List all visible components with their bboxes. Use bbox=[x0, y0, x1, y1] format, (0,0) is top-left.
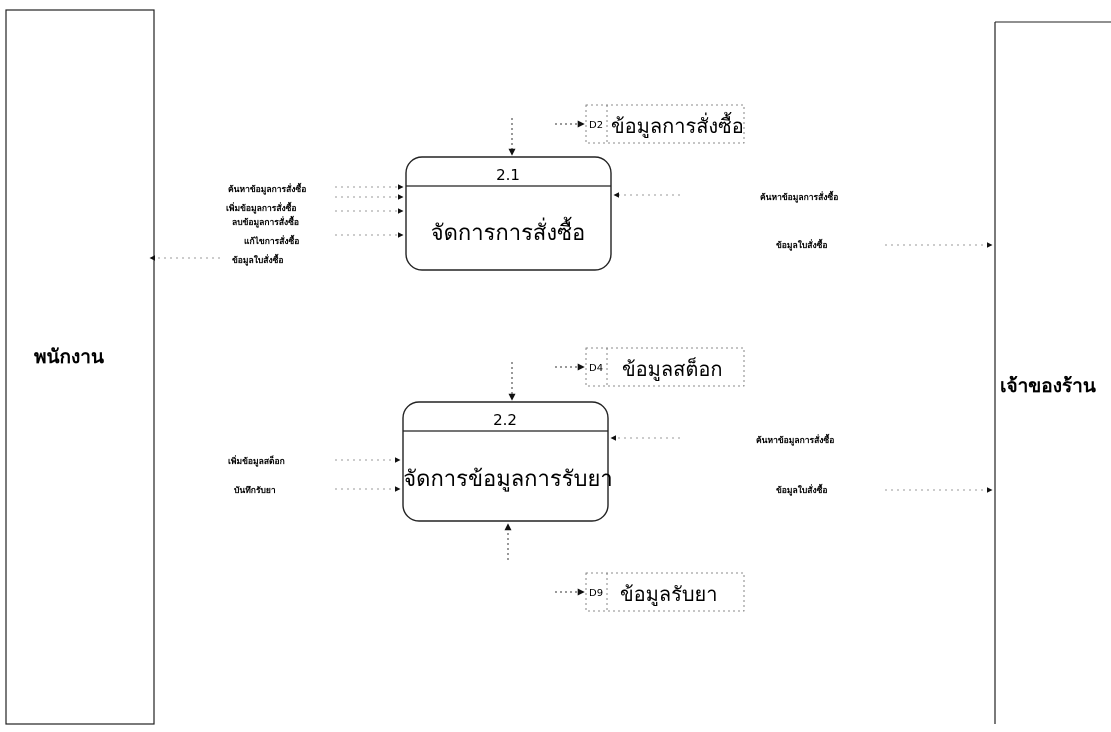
process-2-2: 2.2 จัดการข้อมูลการรับยา bbox=[402, 401, 613, 522]
process-2-1-name: จัดการการสั่งซื้อ bbox=[431, 217, 585, 246]
process-2-2-id: 2.2 bbox=[493, 411, 517, 429]
flow-label-left-p1-2: เพิ่มข้อมูลการสั่งซื้อ bbox=[226, 201, 297, 214]
flow-label-left-p1-4: แก้ไขการสั่งซื้อ bbox=[244, 234, 299, 247]
datastore-d9: D9 ข้อมูลรับยา bbox=[585, 572, 745, 612]
flow-label-right-p2-2: ข้อมูลใบสั่งซื้อ bbox=[776, 483, 828, 496]
flow-label-right-p1-1: ค้นหาข้อมูลการสั่งซื้อ bbox=[760, 190, 838, 203]
flow-label-left-p1-3: ลบข้อมูลการสั่งซื้อ bbox=[232, 215, 299, 228]
process-2-1-id: 2.1 bbox=[496, 166, 520, 184]
datastore-d9-id: D9 bbox=[589, 588, 603, 599]
process-2-2-name: จัดการข้อมูลการรับยา bbox=[403, 467, 612, 492]
flow-label-left-p1-1: ค้นหาข้อมูลการสั่งซื้อ bbox=[228, 182, 306, 195]
datastore-d2-id: D2 bbox=[589, 120, 603, 131]
datastore-d4-name: ข้อมูลสต็อก bbox=[622, 356, 722, 382]
datastore-d2-name: ข้อมูลการสั่งซื้อ bbox=[611, 112, 744, 139]
flow-label-left-p2-2: บันทึกรับยา bbox=[234, 485, 276, 496]
entity-owner-label: เจ้าของร้าน bbox=[1000, 375, 1096, 397]
flow-label-left-p1-5: ข้อมูลใบสั่งซื้อ bbox=[232, 253, 284, 266]
datastore-d4-id: D4 bbox=[589, 363, 603, 374]
datastore-d4: D4 ข้อมูลสต็อก bbox=[585, 347, 745, 387]
entity-employee: พนักงาน bbox=[5, 9, 155, 725]
entity-employee-label: พนักงาน bbox=[34, 346, 104, 368]
datastore-d9-name: ข้อมูลรับยา bbox=[620, 582, 718, 607]
flow-label-right-p1-2: ข้อมูลใบสั่งซื้อ bbox=[776, 238, 828, 251]
flow-label-right-p2-1: ค้นหาข้อมูลการสั่งซื้อ bbox=[756, 433, 834, 446]
process-2-1: 2.1 จัดการการสั่งซื้อ bbox=[405, 156, 612, 271]
entity-owner: เจ้าของร้าน bbox=[994, 21, 1111, 724]
flow-label-left-p2-1: เพิ่มข้อมูลสต็อก bbox=[228, 454, 285, 467]
datastore-d2: D2 ข้อมูลการสั่งซื้อ bbox=[585, 104, 745, 144]
